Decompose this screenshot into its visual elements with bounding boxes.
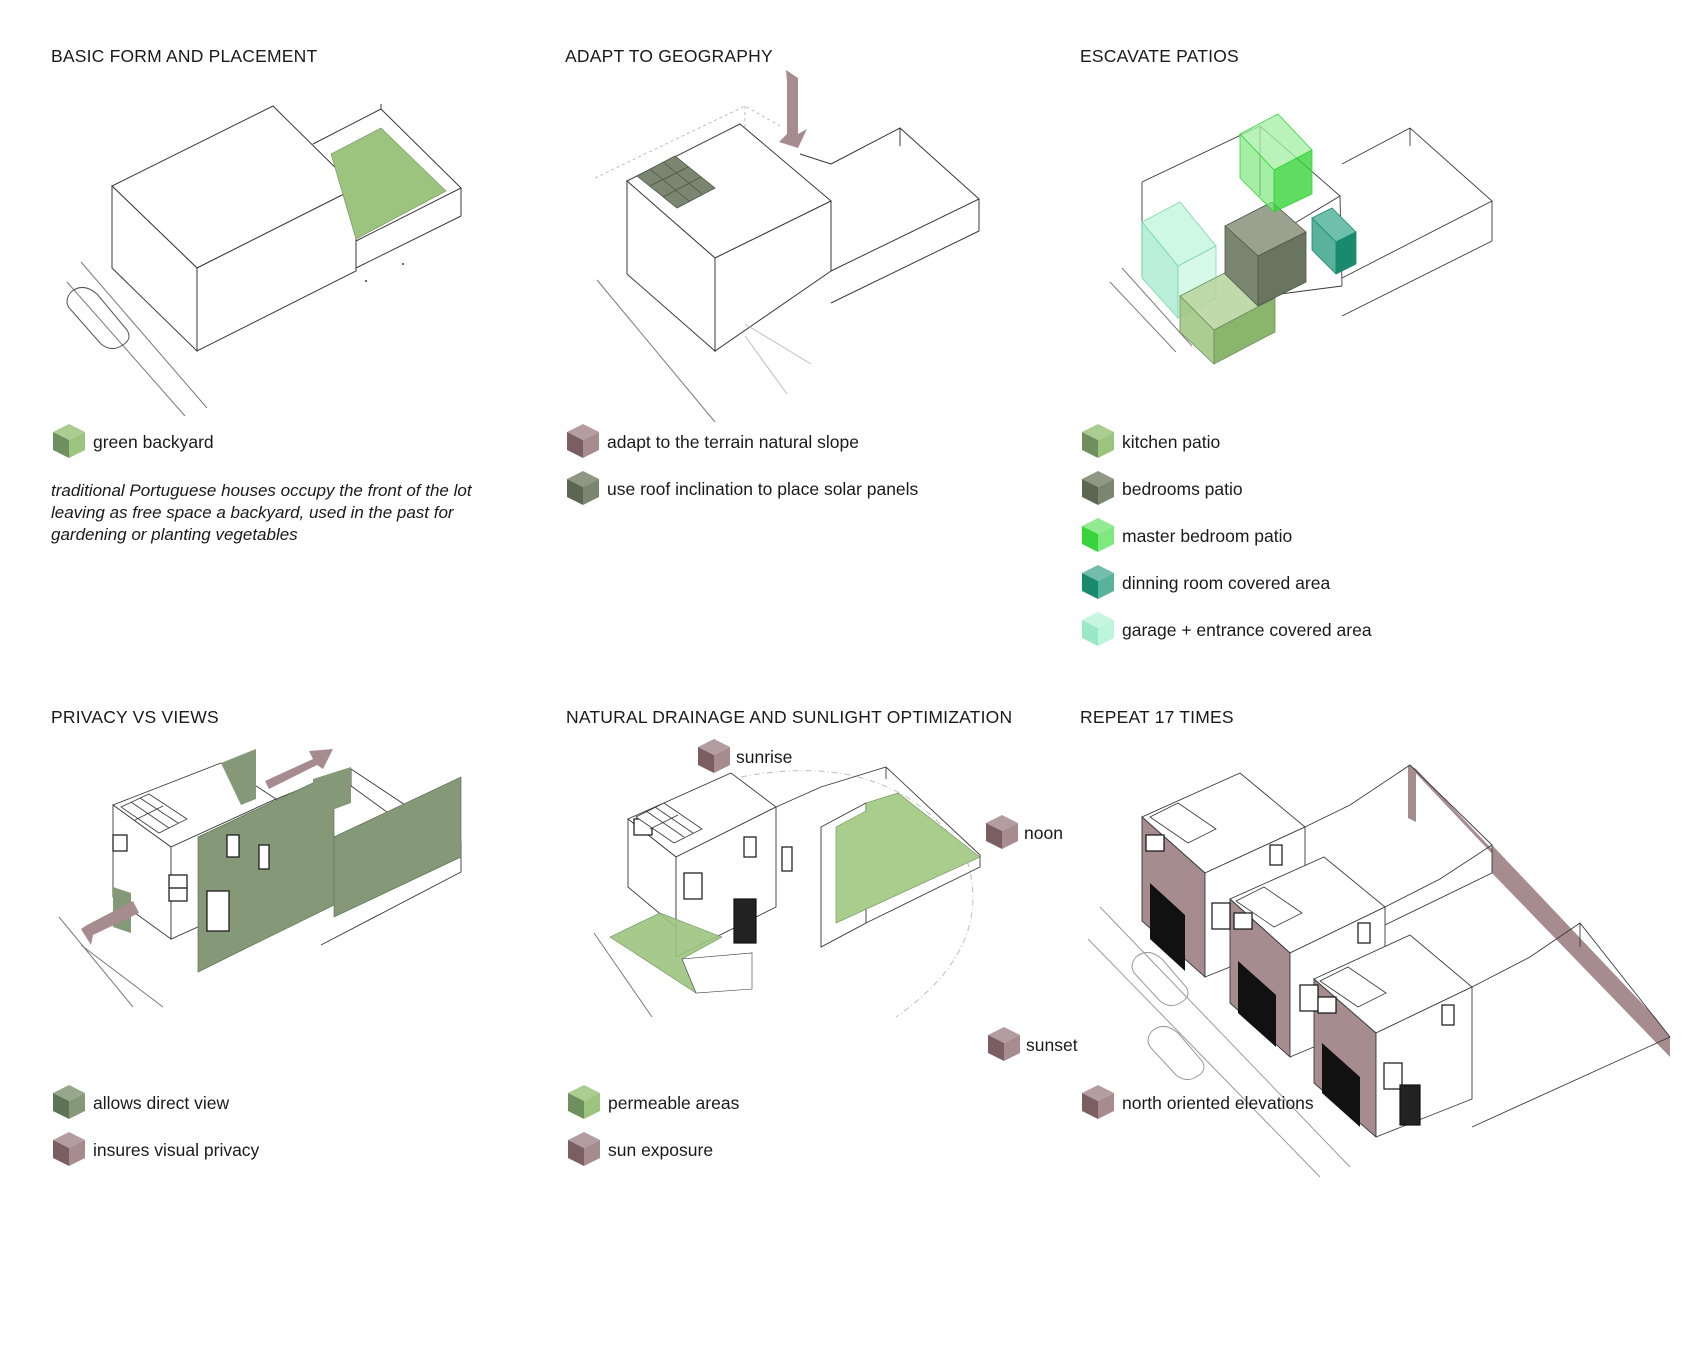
sunrise-label: sunrise xyxy=(696,737,792,777)
panel-title: BASIC FORM AND PLACEMENT xyxy=(51,46,318,66)
olive-cube-icon xyxy=(53,1085,85,1119)
legend-label: bedrooms patio xyxy=(1122,478,1243,499)
legend: allows direct view insures visual privac… xyxy=(51,1085,259,1179)
legend: permeable areas sun exposure xyxy=(566,1085,739,1179)
legend-item: garage + entrance covered area xyxy=(1080,612,1372,648)
legend-label: master bedroom patio xyxy=(1122,525,1293,546)
panel-repeat: REPEAT 17 TIMES xyxy=(1080,707,1671,1347)
panel-note: traditional Portuguese houses occupy the… xyxy=(51,481,472,544)
legend-item: master bedroom patio xyxy=(1080,518,1372,554)
mauve-cube-icon xyxy=(568,1132,600,1166)
green-cube-icon xyxy=(1082,424,1114,458)
bedrooms-patio-volume xyxy=(1224,201,1307,307)
legend-label: dinning room covered area xyxy=(1122,572,1331,593)
green-cube-icon xyxy=(53,424,85,458)
car-outline-icon xyxy=(66,287,130,350)
legend-label: adapt to the terrain natural slope xyxy=(607,431,859,452)
legend-item: insures visual privacy xyxy=(51,1132,259,1168)
basic-form-diagram xyxy=(66,104,462,417)
panel-basic-form: BASIC FORM AND PLACEMENT green backyard xyxy=(51,46,571,686)
green-backyard-area xyxy=(330,127,447,240)
legend-item: use roof inclination to place solar pane… xyxy=(565,471,918,507)
legend-item: bedrooms patio xyxy=(1080,471,1372,507)
gray-green-cube-icon xyxy=(1082,471,1114,505)
panel-title: NATURAL DRAINAGE AND SUNLIGHT OPTIMIZATI… xyxy=(566,707,1013,727)
bright-green-cube-icon xyxy=(1082,518,1114,552)
boundary-wall xyxy=(1492,845,1670,1057)
legend-item: north oriented elevations xyxy=(1080,1085,1314,1121)
panel-title: ADAPT TO GEOGRAPHY xyxy=(565,46,773,66)
legend-item: adapt to the terrain natural slope xyxy=(565,424,918,460)
panel-privacy-views: PRIVACY VS VIEWS xyxy=(51,707,571,1347)
legend-label: sun exposure xyxy=(608,1139,714,1160)
legend: adapt to the terrain natural slope use r… xyxy=(565,424,918,518)
legend-label: north oriented elevations xyxy=(1122,1092,1314,1113)
legend-item: permeable areas xyxy=(566,1085,739,1121)
panel-escavate-patios: ESCAVATE PATIOS xyxy=(1080,46,1600,686)
legend-label: green backyard xyxy=(93,431,214,452)
legend-label: allows direct view xyxy=(93,1092,230,1113)
drainage-sunlight-diagram xyxy=(593,766,981,1018)
panel-drainage-sunlight: NATURAL DRAINAGE AND SUNLIGHT OPTIMIZATI… xyxy=(566,707,1086,1347)
legend: green backyard xyxy=(51,424,214,471)
car-outline-icon xyxy=(1147,1026,1205,1081)
legend-item: kitchen patio xyxy=(1080,424,1372,460)
sunset-label: sunset xyxy=(986,1025,1078,1065)
car-outline-icon xyxy=(1131,952,1189,1007)
dinning-room-volume xyxy=(1311,207,1357,275)
adapt-geography-diagram xyxy=(594,70,980,423)
legend-item: dinning room covered area xyxy=(1080,565,1372,601)
view-arrow-icon xyxy=(81,901,139,945)
legend-label: use roof inclination to place solar pane… xyxy=(607,478,919,499)
panel-title: ESCAVATE PATIOS xyxy=(1080,46,1239,66)
privacy-wall xyxy=(221,749,256,805)
mauve-cube-icon xyxy=(986,815,1018,849)
gray-green-cube-icon xyxy=(567,471,599,505)
panel-title: REPEAT 17 TIMES xyxy=(1080,707,1234,727)
legend: north oriented elevations xyxy=(1080,1085,1314,1132)
panel-adapt-geography: ADAPT TO GEOGRAPHY xyxy=(565,46,1085,686)
mauve-cube-icon xyxy=(698,739,730,773)
sunset-text: sunset xyxy=(1026,1034,1078,1055)
legend-item: green backyard xyxy=(51,424,214,460)
master-bedroom-patio-volume xyxy=(1239,113,1313,213)
green-cube-icon xyxy=(568,1085,600,1119)
legend-label: kitchen patio xyxy=(1122,431,1221,452)
boundary-wall xyxy=(1408,765,1416,822)
repeat-diagram xyxy=(1087,764,1671,1178)
mauve-cube-icon xyxy=(567,424,599,458)
sunrise-text: sunrise xyxy=(736,746,793,767)
mauve-cube-icon xyxy=(1082,1085,1114,1119)
privacy-views-diagram xyxy=(58,749,462,1008)
mauve-cube-icon xyxy=(988,1027,1020,1061)
legend-label: garage + entrance covered area xyxy=(1122,619,1372,640)
down-arrow-icon xyxy=(779,70,807,148)
privacy-wall xyxy=(333,776,462,918)
teal-cube-icon xyxy=(1082,565,1114,599)
panel-title: PRIVACY VS VIEWS xyxy=(51,707,219,727)
legend-label: insures visual privacy xyxy=(93,1139,260,1160)
privacy-wall xyxy=(313,767,351,817)
legend-item: allows direct view xyxy=(51,1085,259,1121)
view-arrow-icon xyxy=(265,749,333,789)
sun-path-arc xyxy=(740,770,974,1018)
legend-item: sun exposure xyxy=(566,1132,739,1168)
legend: kitchen patio bedrooms patio master bedr… xyxy=(1080,424,1372,659)
noon-text: noon xyxy=(1024,822,1063,843)
mint-cube-icon xyxy=(1082,612,1114,646)
escavate-patios-diagram xyxy=(1109,113,1493,365)
solar-panel xyxy=(636,155,716,209)
mauve-cube-icon xyxy=(53,1132,85,1166)
legend-label: permeable areas xyxy=(608,1092,740,1113)
permeable-area xyxy=(835,792,981,924)
noon-label: noon xyxy=(984,813,1063,853)
